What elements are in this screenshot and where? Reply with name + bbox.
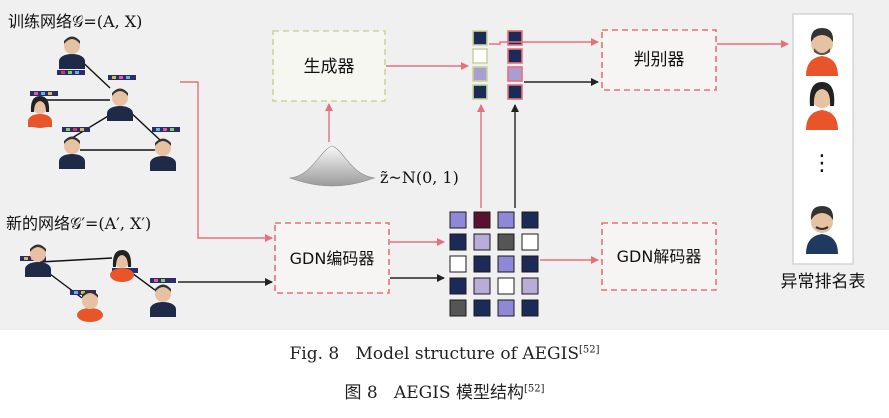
discriminator-label: 判别器 [634,50,685,70]
train-graph [45,54,161,151]
encoder-box [274,222,390,294]
encoder-label: GDN编码器 [290,249,375,268]
new-graph [39,257,156,299]
encoded-sample-column [507,30,523,100]
decoder-box [601,222,717,291]
train-to-encoder-arrow [180,81,273,242]
noise-label: z̃~N(0, 1) [380,168,459,187]
caption-cn-fig: 图 8 [344,383,378,403]
model-diagram: 训练网络𝒢=(A, X) 新的网络𝒢′=(A′, X′) [6,12,866,322]
caption-en-text: Model structure of AEGIS [355,344,579,364]
diagram-panel: 训练网络𝒢=(A, X) 新的网络𝒢′=(A′, X′) [0,0,889,330]
person-icon [28,36,176,171]
new-graph-label: 新的网络𝒢′=(A′, X′) [6,214,151,233]
caption-cn-ref: [52] [523,383,545,395]
generator-label: 生成器 [304,57,355,77]
caption-en-ref: [52] [578,344,600,356]
person-icon [806,28,838,254]
person-icon [25,244,176,322]
caption-english: Fig. 8 Model structure of AEGIS[52] [0,344,889,364]
discriminator-box [601,29,717,91]
decoder-label: GDN解码器 [617,247,702,266]
embedding-matrix [449,211,539,317]
feature-bar-icon [30,70,180,132]
generated-to-discriminator-arrow [489,38,599,46]
caption-en-fig: Fig. 8 [289,344,340,364]
generated-sample-column [472,30,488,100]
caption-chinese: 图 8 AEGIS 模型结构[52] [0,378,889,403]
ranking-ellipsis: ⋮ [811,151,833,176]
gaussian-surface-icon [288,145,376,187]
caption-cn-text: AEGIS 模型结构 [393,383,524,403]
ranking-label: 异常排名表 [781,272,866,292]
generator-box [272,30,386,102]
train-graph-label: 训练网络𝒢=(A, X) [8,12,142,31]
